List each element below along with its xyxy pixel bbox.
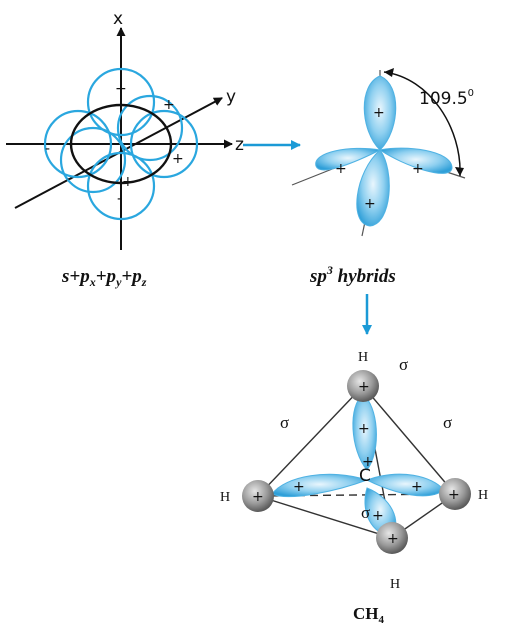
plus-lobe-left: + [293,479,305,495]
x-axis-label: x [113,9,123,29]
h-label-bottom: H [390,577,400,592]
plus-lobe-bottom: + [372,508,384,524]
sp3-hybrids: 109.50 + + + + sp3 hybrids [292,68,474,287]
z-axis-label: z [235,135,244,155]
plus-h-bottom: + [387,531,399,547]
sign-right: + [172,151,184,167]
lobe-sign-right: + [412,161,424,177]
sigma-label-left: σ [280,413,289,432]
sign-lower-left: - [67,171,72,187]
plus-center: + [362,454,374,470]
left-caption: s+px+py+pz [61,266,147,289]
plus-lobe-right: + [411,479,423,495]
hybrids-caption: sp3 hybrids [309,263,396,287]
methane-structure: H H H H C σ σ σ σ + + + + + + + + + CH4 [220,350,488,626]
hybrid-lobe-down [357,150,389,226]
sigma-label-right: σ [443,413,452,432]
lobe-sign-up: + [373,105,385,121]
methane-formula: CH4 [353,604,385,626]
bond-angle-label: 109.50 [419,88,474,109]
lobe-sign-left: + [335,161,347,177]
plus-h-left: + [252,489,264,505]
lobe-sign-down: + [364,196,376,212]
plus-h-top: + [358,379,370,395]
h-label-right: H [478,488,488,503]
ch-bond-lobe-left [272,474,367,496]
sign-upper-right: + [163,97,175,113]
plus-h-right: + [448,487,460,503]
plus-lobe-top: + [358,421,370,437]
y-axis-label: y [226,87,236,107]
h-label-left: H [220,490,230,505]
sign-left: - [45,141,50,157]
sigma-label-bottom: σ [361,503,370,522]
ch-bond-lobe-right [367,474,444,496]
sign-top: + [115,81,127,97]
sign-bottom-lobe: - [117,191,122,207]
sigma-label-top-right: σ [399,355,408,374]
h-label-top: H [358,350,368,365]
unhybridized-orbitals: x y z + + + - - + - s+px+py+pz [6,9,244,289]
sign-bottom: + [122,174,134,190]
